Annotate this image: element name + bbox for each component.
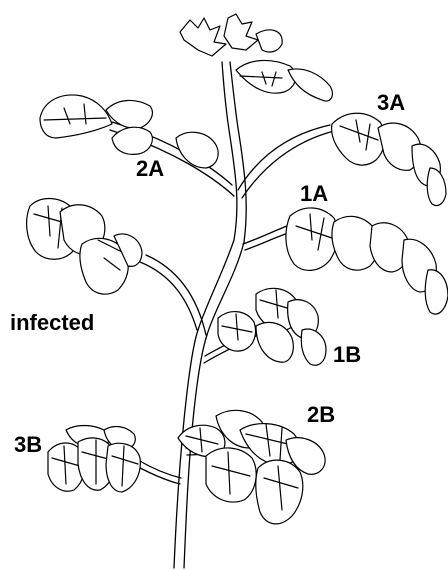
leaves-3b — [48, 426, 140, 493]
leaves-infected — [27, 199, 142, 295]
label-2b: 2B — [307, 404, 335, 426]
branch-3b — [136, 460, 181, 484]
label-1a: 1A — [300, 183, 328, 205]
leaves-1a — [286, 208, 448, 314]
top-leaf-cluster — [180, 14, 332, 101]
leaves-2b — [178, 410, 325, 524]
label-2a: 2A — [136, 158, 164, 180]
label-infected: infected — [10, 312, 94, 334]
label-1b: 1B — [333, 344, 361, 366]
leaves-3a — [332, 113, 446, 205]
leaves-1b — [218, 288, 326, 365]
label-3a: 3A — [377, 92, 405, 114]
label-3b: 3B — [14, 434, 42, 456]
leaves-2a — [40, 95, 218, 168]
branch-infected — [140, 255, 206, 335]
